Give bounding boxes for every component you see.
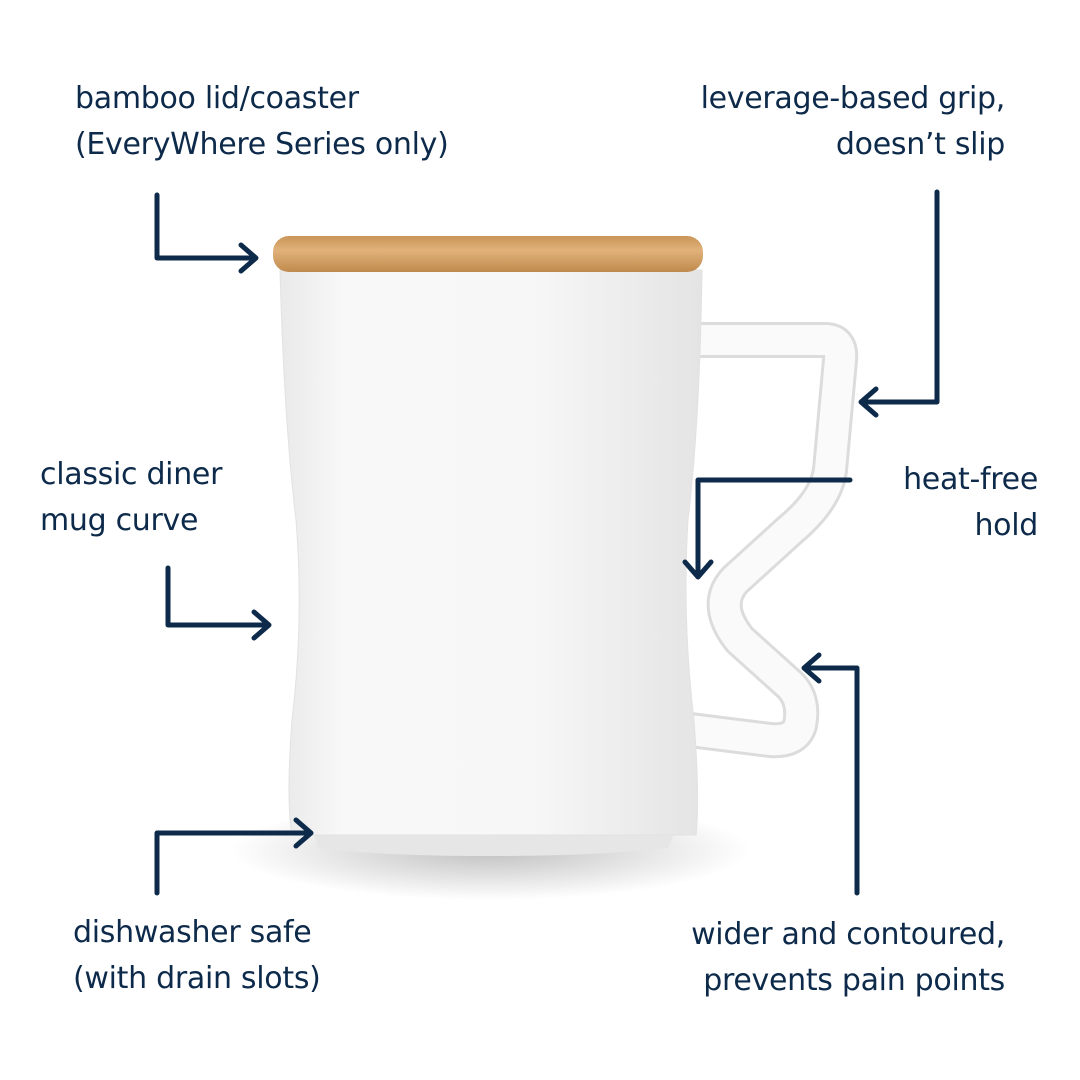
arrow-heat <box>682 477 853 580</box>
callout-lid-line1: bamboo lid/coaster <box>75 81 359 116</box>
callout-grip-line2: doesn’t slip <box>835 127 1005 162</box>
callout-heat-line1: heat-free <box>903 462 1038 497</box>
arrow-contoured <box>801 652 860 896</box>
arrow-lid <box>154 192 259 274</box>
callout-dishwasher: dishwasher safe (with drain slots) <box>73 910 321 1002</box>
callout-heat: heat-free hold <box>903 457 1038 549</box>
arrow-grip <box>858 189 940 418</box>
callout-curve: classic diner mug curve <box>40 452 222 544</box>
callout-grip-line1: leverage-based grip, <box>700 81 1006 116</box>
callout-curve-line1: classic diner <box>40 457 223 492</box>
callout-dishwasher-line2: (with drain slots) <box>73 961 321 996</box>
bamboo-lid <box>273 236 703 272</box>
callout-contoured-line1: wider and contoured, <box>691 917 1005 952</box>
callout-dishwasher-line1: dishwasher safe <box>73 915 312 950</box>
callout-grip: leverage-based grip, doesn’t slip <box>700 76 1006 168</box>
arrow-dishwasher <box>154 817 314 896</box>
callout-curve-line2: mug curve <box>40 503 199 538</box>
callout-lid: bamboo lid/coaster (EveryWhere Series on… <box>75 76 449 168</box>
callout-heat-line2: hold <box>974 508 1038 543</box>
mug-body <box>279 269 703 836</box>
callout-contoured-line2: prevents pain points <box>703 963 1005 998</box>
arrow-curve <box>165 565 272 641</box>
callout-contoured: wider and contoured, prevents pain point… <box>691 912 1005 1004</box>
callout-lid-line2: (EveryWhere Series only) <box>75 127 449 162</box>
